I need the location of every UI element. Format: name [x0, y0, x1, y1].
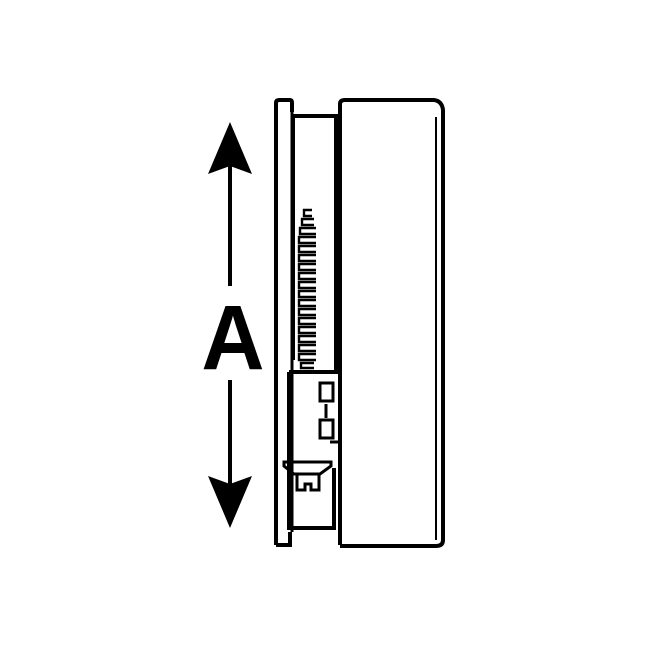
vent-slots	[297, 208, 316, 370]
dimension-arrow-up-icon	[208, 122, 252, 286]
terminal-block	[318, 372, 342, 444]
dimension-label: A	[201, 287, 265, 389]
base-frame	[287, 114, 341, 530]
front-cover	[338, 98, 445, 548]
connector	[282, 460, 333, 492]
dimension-arrow-down-icon	[208, 380, 252, 528]
